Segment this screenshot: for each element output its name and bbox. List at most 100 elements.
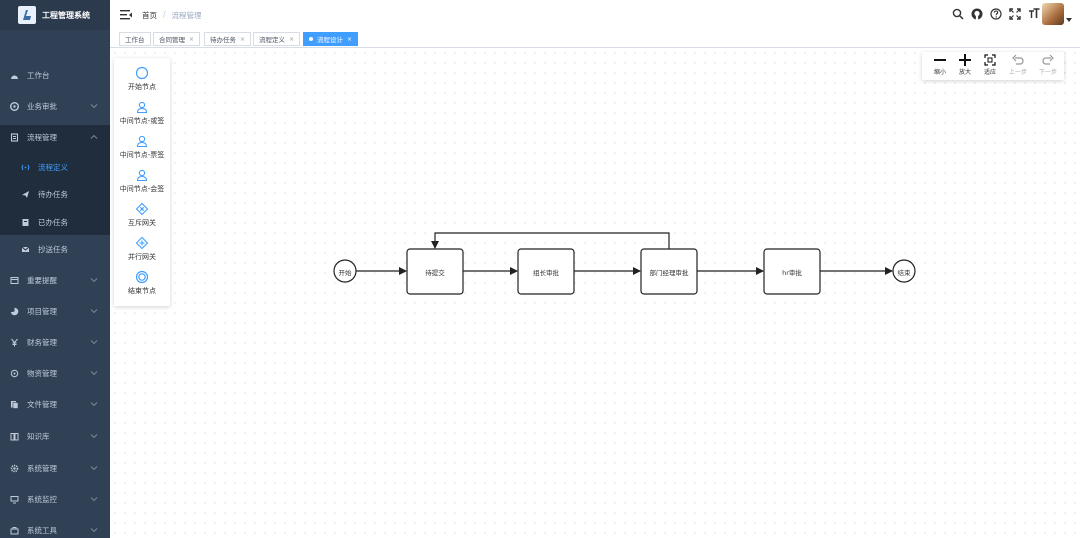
sidebar-item-label: 业务审批 xyxy=(27,101,57,111)
sidebar-item[interactable]: 文件管理 xyxy=(0,393,110,415)
sidebar-item[interactable]: 系统管理 xyxy=(0,457,110,479)
logo-icon xyxy=(18,6,36,24)
sidebar-item[interactable]: 流程管理 xyxy=(0,126,110,148)
close-icon[interactable]: × xyxy=(347,35,353,43)
sidebar-item-label: 系统管理 xyxy=(27,463,57,473)
task-node-label: 组长审批 xyxy=(533,269,559,277)
tag-label: 工作台 xyxy=(125,36,145,44)
chevron-down-icon xyxy=(90,434,98,439)
node-palette: 开始节点中间节点-或签中间节点-票签中间节点-会签互斥网关并行网关结束节点 xyxy=(114,58,170,306)
fit-label: 适应 xyxy=(983,69,996,76)
sidebar-item[interactable]: 财务管理 xyxy=(0,331,110,353)
chevron-down-icon xyxy=(90,497,98,502)
help-icon[interactable] xyxy=(990,8,1002,20)
tag-item[interactable]: 流程定义× xyxy=(253,32,301,46)
sequence-flow-return[interactable] xyxy=(431,232,670,249)
sidebar-item-label: 物资管理 xyxy=(27,368,57,378)
task-node-label: 部门经理审批 xyxy=(649,269,689,277)
tag-item[interactable]: 待办任务× xyxy=(204,32,252,46)
sidebar-item[interactable]: 工作台 xyxy=(0,64,110,86)
zoom-out-button[interactable]: 缩小 xyxy=(926,54,954,78)
palette-item[interactable]: 互斥网关 xyxy=(114,202,170,234)
undo-label: 上一步 xyxy=(1008,69,1027,76)
sidebar-item[interactable]: 项目管理 xyxy=(0,300,110,322)
caret-down-icon[interactable] xyxy=(1066,18,1072,22)
tag-item[interactable]: 工作台 xyxy=(119,32,151,46)
palette-item[interactable]: 中间节点-或签 xyxy=(114,100,170,132)
avatar[interactable] xyxy=(1042,3,1064,25)
exclusive-gateway-icon xyxy=(114,202,170,216)
chevron-down-icon xyxy=(90,309,98,314)
breadcrumb-home[interactable]: 首页 xyxy=(142,11,157,20)
monitor-icon xyxy=(9,494,19,504)
file-icon xyxy=(9,399,19,409)
tag-item[interactable]: 合同管理× xyxy=(153,32,201,46)
sidebar-item[interactable]: 流程定义 xyxy=(0,156,110,178)
user-icon xyxy=(114,168,170,182)
close-icon[interactable]: × xyxy=(289,35,295,43)
chevron-down-icon xyxy=(90,402,98,407)
sidebar-item[interactable]: 物资管理 xyxy=(0,362,110,384)
sidebar-item[interactable]: 知识库 xyxy=(0,425,110,447)
github-icon[interactable] xyxy=(971,8,983,20)
flow-canvas[interactable]: 开始 待提交 组长审批 部门经理审批 hr审批 结束 xyxy=(110,48,1080,538)
palette-item[interactable]: 并行网关 xyxy=(114,236,170,268)
sidebar-item[interactable]: 待办任务 xyxy=(0,183,110,205)
process-icon xyxy=(9,132,19,142)
sidebar-item[interactable]: 系统工具 xyxy=(0,519,110,538)
logo[interactable]: 工程管理系统 xyxy=(0,0,110,30)
chevron-down-icon xyxy=(90,371,98,376)
sidebar-item-label: 待办任务 xyxy=(38,189,68,199)
close-icon[interactable]: × xyxy=(240,35,246,43)
end-event[interactable] xyxy=(892,259,916,283)
project-icon xyxy=(9,306,19,316)
sidebar-item[interactable]: 系统监控 xyxy=(0,488,110,510)
zoom-in-button[interactable]: 放大 xyxy=(951,54,979,78)
undo-button[interactable]: 上一步 xyxy=(1004,54,1032,78)
send-icon xyxy=(20,189,30,199)
tag-item[interactable]: 流程设计× xyxy=(303,32,359,46)
sidebar-item[interactable]: 重要提醒 xyxy=(0,269,110,291)
sidebar-item-label: 抄送任务 xyxy=(38,244,68,254)
chevron-down-icon xyxy=(90,278,98,283)
sidebar-item-label: 财务管理 xyxy=(27,337,57,347)
header: 首页 / 流程管理 xyxy=(110,0,1080,30)
header-icons xyxy=(952,8,1040,20)
redo-button[interactable]: 下一步 xyxy=(1034,54,1062,78)
active-dot xyxy=(309,37,313,41)
search-icon[interactable] xyxy=(952,8,964,20)
palette-item[interactable]: 开始节点 xyxy=(114,66,170,98)
sidebar-item-label: 系统工具 xyxy=(27,525,57,535)
hamburger-icon[interactable] xyxy=(120,9,132,21)
sidebar-item[interactable]: 抄送任务 xyxy=(0,238,110,260)
submenu-background xyxy=(0,125,110,235)
palette-item-label: 并行网关 xyxy=(128,253,156,261)
end-event-label: 结束 xyxy=(897,269,911,277)
sidebar-item[interactable]: 业务审批 xyxy=(0,95,110,117)
yen-icon xyxy=(9,337,19,347)
palette-item-label: 互斥网关 xyxy=(128,219,156,227)
breadcrumb-current: 流程管理 xyxy=(171,11,202,20)
sidebar-item[interactable]: 已办任务 xyxy=(0,211,110,233)
done-icon xyxy=(20,217,30,227)
parallel-gateway-icon xyxy=(114,236,170,250)
book-icon xyxy=(9,431,19,441)
sidebar: 工程管理系统 工作台业务审批流程管理流程定义待办任务已办任务抄送任务重要提醒项目… xyxy=(0,0,110,538)
close-icon[interactable]: × xyxy=(189,35,195,43)
fit-icon xyxy=(984,54,996,66)
chevron-down-icon xyxy=(90,528,98,533)
flow-diagram xyxy=(333,232,916,295)
sidebar-item-label: 流程定义 xyxy=(38,162,68,172)
fullscreen-icon[interactable] xyxy=(1009,8,1021,20)
canvas-toolbar: 缩小 放大 适应 上一步 下一步 xyxy=(922,52,1064,80)
palette-item[interactable]: 中间节点-票签 xyxy=(114,134,170,166)
fit-button[interactable]: 适应 xyxy=(976,54,1004,78)
approval-icon xyxy=(9,101,19,111)
plus-icon xyxy=(959,54,971,66)
palette-item[interactable]: 结束节点 xyxy=(114,270,170,302)
user-icon xyxy=(114,134,170,148)
font-size-icon[interactable] xyxy=(1028,8,1040,20)
circle-icon xyxy=(114,66,170,80)
palette-item-label: 中间节点-或签 xyxy=(119,117,165,125)
palette-item[interactable]: 中间节点-会签 xyxy=(114,168,170,200)
